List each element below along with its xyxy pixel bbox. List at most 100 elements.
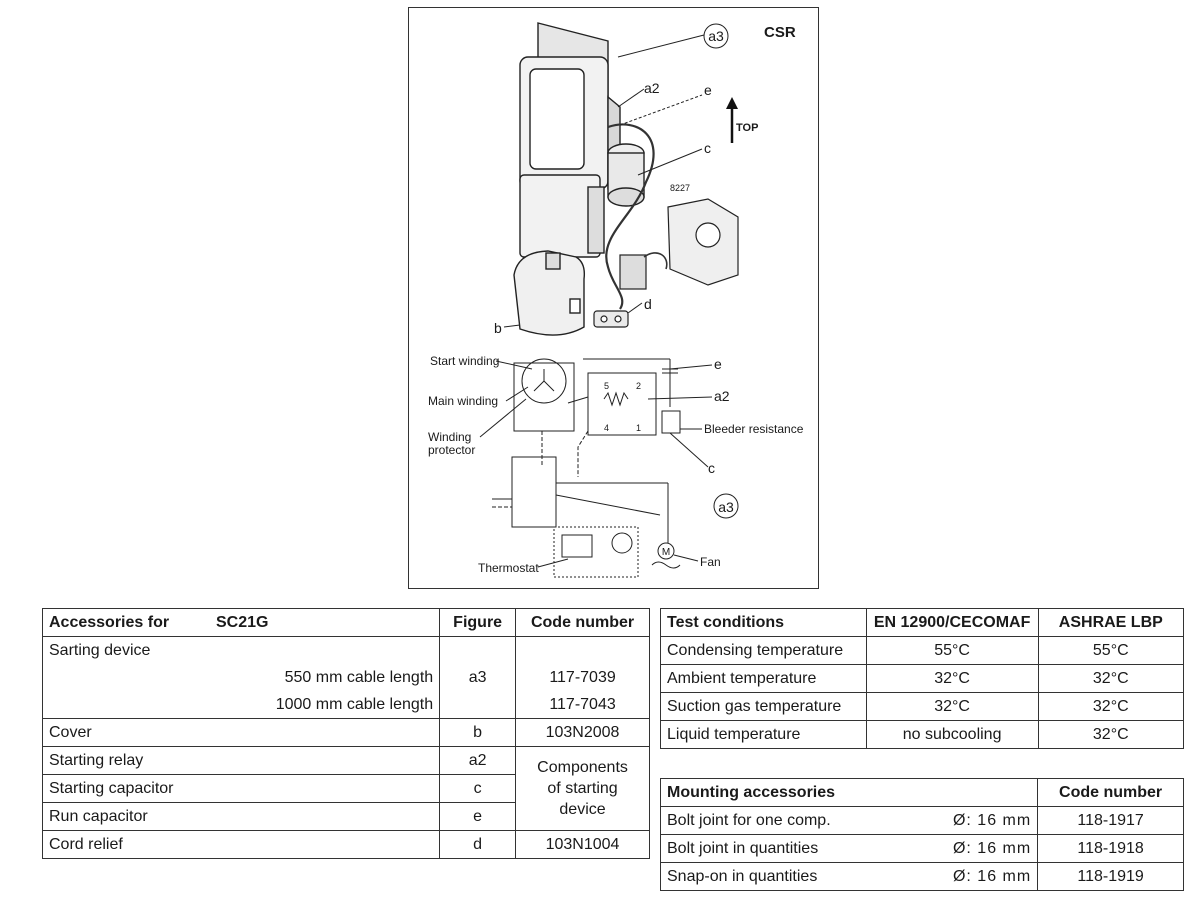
mounting-header-row: Mounting accessories Code number xyxy=(659,778,1184,807)
test-label: Condensing temperature xyxy=(660,636,867,665)
components-cell: Components of starting device xyxy=(515,746,650,831)
mounting-size: Ø: 16 mm xyxy=(935,862,1039,891)
accessory-figure: CSR a3 a3 a2 e c b d TOP 8227 Start wind… xyxy=(408,7,819,589)
table-row: Liquid temperature no subcooling 32°C xyxy=(660,720,1185,749)
relay-label: Starting relay xyxy=(41,746,441,775)
mounting-code-header: Code number xyxy=(1037,778,1184,807)
figure-header: Figure xyxy=(439,608,517,637)
start-winding-label: Start winding xyxy=(430,354,499,368)
mounting-size: Ø: 16 mm xyxy=(935,834,1039,863)
terminal-4-label: 4 xyxy=(604,423,609,433)
test-en-value: 55°C xyxy=(865,636,1039,665)
mounting-accessories-table: Mounting accessories Code number Bolt jo… xyxy=(659,778,1184,891)
test-en-value: 32°C xyxy=(865,664,1039,693)
en-header: EN 12900/CECOMAF xyxy=(865,608,1039,637)
test-conditions-title: Test conditions xyxy=(660,608,867,637)
cable-1000-label: 1000 mm cable length xyxy=(41,691,441,719)
bracket-drawing xyxy=(619,198,739,290)
cover-drawing xyxy=(513,250,586,336)
accessories-model: SC21G xyxy=(215,613,269,631)
technical-drawing: CSR a3 a3 a2 e c b d TOP 8227 Start wind… xyxy=(408,7,819,589)
code-cord: 103N1004 xyxy=(515,830,650,859)
a2-top-label: a2 xyxy=(644,80,660,96)
test-conditions-table: Test conditions EN 12900/CECOMAF ASHRAE … xyxy=(660,608,1185,749)
cable-drawing xyxy=(605,123,655,310)
table-row: Starting capacitor c xyxy=(41,774,650,803)
table-row: Condensing temperature 55°C 55°C xyxy=(660,636,1185,665)
c-schematic-label: c xyxy=(708,460,715,476)
b-label: b xyxy=(494,320,502,336)
components-line-3: device xyxy=(559,801,606,818)
mounting-code: 118-1919 xyxy=(1037,862,1184,891)
accessories-table: Accessories for SC21G Figure Code number… xyxy=(41,608,650,859)
table-row: Run capacitor e xyxy=(41,802,650,831)
test-ashrae-value: 32°C xyxy=(1037,664,1185,693)
figure-e: e xyxy=(439,802,517,831)
test-header-row: Test conditions EN 12900/CECOMAF ASHRAE … xyxy=(660,608,1185,637)
mounting-label: Bolt joint in quantities xyxy=(659,834,936,863)
figure-d: d xyxy=(439,830,517,859)
figure-a2: a2 xyxy=(439,746,517,775)
test-label: Suction gas temperature xyxy=(660,692,867,721)
bleeder-resistance-label: Bleeder resistance xyxy=(704,422,804,436)
table-row: Cord relief d 103N1004 xyxy=(41,830,650,859)
table-row: Cover b 103N2008 xyxy=(41,718,650,747)
run-capacitor-label: Run capacitor xyxy=(41,802,441,831)
table-row: Snap-on in quantities Ø: 16 mm 118-1919 xyxy=(659,862,1184,891)
table-row: Ambient temperature 32°C 32°C xyxy=(660,664,1185,693)
a3-marker-top xyxy=(703,23,729,49)
top-label: TOP xyxy=(736,122,758,134)
mounting-size: Ø: 16 mm xyxy=(935,806,1039,835)
components-line-2: of starting xyxy=(547,780,618,797)
test-label: Ambient temperature xyxy=(660,664,867,693)
figure-b: b xyxy=(439,718,517,747)
test-en-value: 32°C xyxy=(865,692,1039,721)
table-row: Suction gas temperature 32°C 32°C xyxy=(660,692,1185,721)
mounting-title: Mounting accessories xyxy=(659,778,1039,807)
figure-a3: a3 xyxy=(439,664,517,691)
wiring-schematic xyxy=(479,358,713,578)
test-label: Liquid temperature xyxy=(660,720,867,749)
fan-label: Fan xyxy=(700,555,721,569)
a3-bottom-label: a3 xyxy=(718,499,734,515)
terminal-2-label: 2 xyxy=(636,381,641,391)
test-ashrae-value: 32°C xyxy=(1037,692,1185,721)
figure-frame xyxy=(408,7,819,589)
table-row: Bolt joint for one comp. Ø: 16 mm 118-19… xyxy=(659,806,1184,835)
table-row: 1000 mm cable length 117-7043 xyxy=(41,691,650,719)
code-550: 117-7039 xyxy=(515,664,650,691)
cover-label: Cover xyxy=(41,718,441,747)
code-1000: 117-7043 xyxy=(515,691,650,719)
winding-protector-label-1: Winding xyxy=(428,430,471,444)
fan-motor-label: M xyxy=(662,547,670,558)
d-label: d xyxy=(644,296,652,312)
mounting-label: Bolt joint for one comp. xyxy=(659,806,936,835)
thermostat-label: Thermostat xyxy=(478,561,539,575)
ashrae-header: ASHRAE LBP xyxy=(1037,608,1185,637)
table-row: 550 mm cable length a3 117-7039 xyxy=(41,664,650,691)
mounting-code: 118-1918 xyxy=(1037,834,1184,863)
starting-device-label: Sarting device xyxy=(41,636,441,664)
components-line-1: Components xyxy=(537,759,628,776)
mounting-code: 118-1917 xyxy=(1037,806,1184,835)
drawing-number: 8227 xyxy=(670,183,690,193)
figure-c: c xyxy=(439,774,517,803)
terminal-1-label: 1 xyxy=(636,423,641,433)
test-ashrae-value: 55°C xyxy=(1037,636,1185,665)
a3-marker-bottom xyxy=(713,493,739,519)
cable-550-label: 550 mm cable length xyxy=(41,664,441,691)
main-winding-label: Main winding xyxy=(428,394,498,408)
accessories-title-cell: Accessories for SC21G xyxy=(41,608,441,637)
leader-lines xyxy=(503,34,705,328)
terminal-5-label: 5 xyxy=(604,381,609,391)
e-schematic-label: e xyxy=(714,356,722,372)
cord-relief-label: Cord relief xyxy=(41,830,441,859)
table-row: Bolt joint in quantities Ø: 16 mm 118-19… xyxy=(659,834,1184,863)
c-top-label: c xyxy=(704,140,711,156)
winding-protector-label-2: protector xyxy=(428,443,475,457)
e-top-label: e xyxy=(704,82,712,98)
top-arrow-head xyxy=(726,97,738,109)
table-row: Sarting device xyxy=(41,636,650,664)
test-ashrae-value: 32°C xyxy=(1037,720,1185,749)
mounting-label: Snap-on in quantities xyxy=(659,862,936,891)
